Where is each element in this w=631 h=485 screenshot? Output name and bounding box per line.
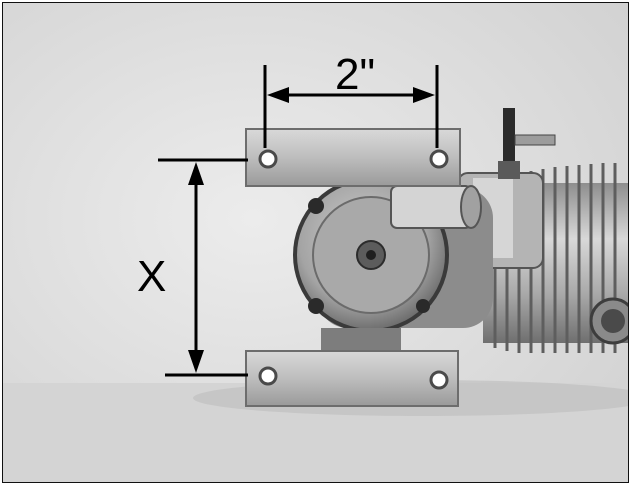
engine-crankcase (293, 177, 493, 358)
height-label: X (137, 252, 167, 301)
top-mount-rail (245, 128, 461, 187)
width-dimension-arrow (263, 65, 439, 148)
engine-mount-photo (3, 3, 628, 482)
height-dimension-arrow (158, 158, 248, 377)
bottom-mount-rail (245, 350, 459, 407)
width-label: 2" (335, 50, 376, 99)
